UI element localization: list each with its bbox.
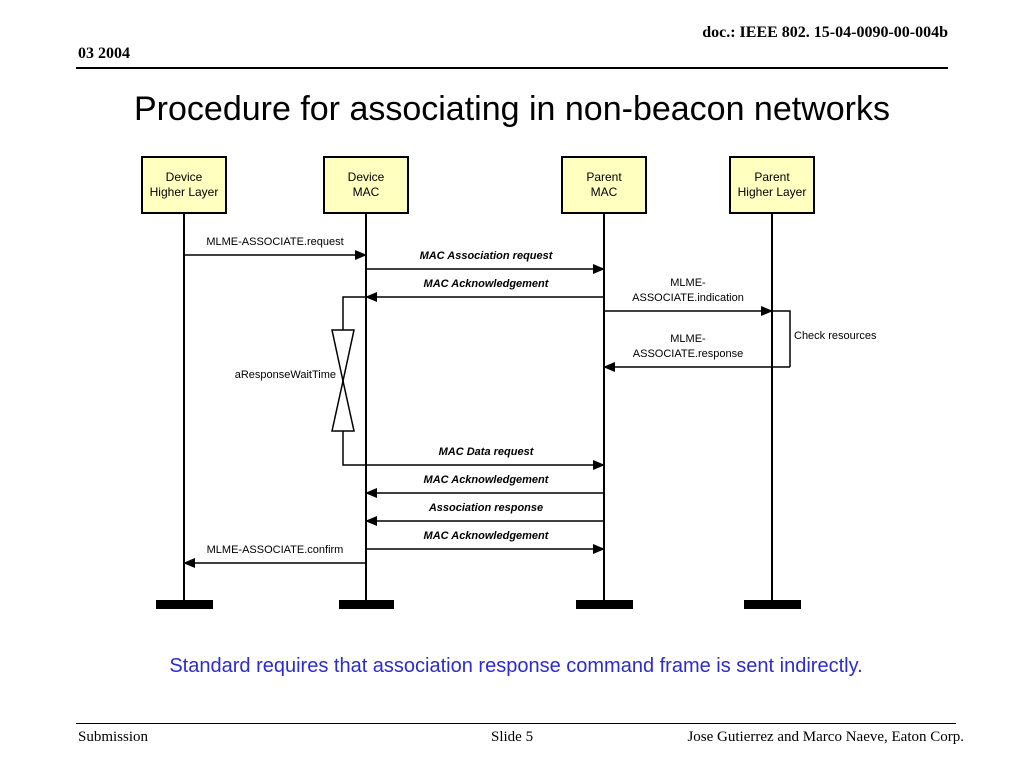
document-date: 03 2004	[78, 45, 130, 62]
message-label: ASSOCIATE.indication	[632, 292, 744, 304]
lifeline-label: Device	[348, 170, 385, 184]
lifeline-end-bar	[339, 600, 394, 609]
check-resources-loop	[772, 310, 791, 367]
note-text: Standard requires that association respo…	[169, 655, 863, 677]
message-label: MLME-ASSOCIATE.request	[206, 236, 343, 248]
lifeline-box-parent-mac: Parent MAC	[561, 156, 647, 214]
check-resources-label: Check resources	[794, 330, 877, 342]
document-id: doc.: IEEE 802. 15-04-0090-00-004b	[702, 24, 948, 41]
wait-time-bracket	[342, 296, 366, 466]
message-label: MLME-	[670, 333, 706, 345]
lifeline-end-bar	[156, 600, 213, 609]
wait-time-hourglass	[331, 380, 355, 432]
message-label: MAC Acknowledgement	[424, 530, 550, 542]
footer-slide-number: Slide 5	[491, 729, 534, 745]
lifeline-label: Higher Layer	[150, 185, 219, 199]
message-label: MAC Association request	[420, 250, 554, 262]
lifeline-end-bar	[744, 600, 801, 609]
lifeline-label: MAC	[353, 185, 380, 199]
message-label: Association response	[428, 502, 543, 514]
lifeline-label: Parent	[754, 170, 790, 184]
lifeline-label: Device	[166, 170, 203, 184]
lifeline-end-bar	[576, 600, 633, 609]
message-label: MLME-	[670, 277, 706, 289]
header-divider	[76, 67, 948, 69]
message-label: MAC Acknowledgement	[424, 278, 550, 290]
lifeline-box-device-higher-layer: Device Higher Layer	[141, 156, 227, 214]
message-label: MAC Data request	[439, 446, 535, 458]
lifeline-label: Parent	[586, 170, 622, 184]
wait-time-label: aResponseWaitTime	[235, 369, 336, 381]
message-label: MAC Acknowledgement	[424, 474, 550, 486]
lifeline-label: MAC	[591, 185, 618, 199]
wait-time-hourglass	[331, 329, 355, 382]
slide-title: Procedure for associating in non-beacon …	[134, 90, 890, 128]
lifeline-label: Higher Layer	[738, 185, 807, 199]
footer-divider	[76, 723, 956, 724]
footer-authors: Jose Gutierrez and Marco Naeve, Eaton Co…	[687, 729, 964, 745]
lifeline-box-parent-higher-layer: Parent Higher Layer	[729, 156, 815, 214]
footer-submission: Submission	[78, 729, 149, 745]
message-label: MLME-ASSOCIATE.confirm	[207, 544, 344, 556]
lifeline-box-device-mac: Device MAC	[323, 156, 409, 214]
message-label: ASSOCIATE.response	[633, 348, 743, 360]
